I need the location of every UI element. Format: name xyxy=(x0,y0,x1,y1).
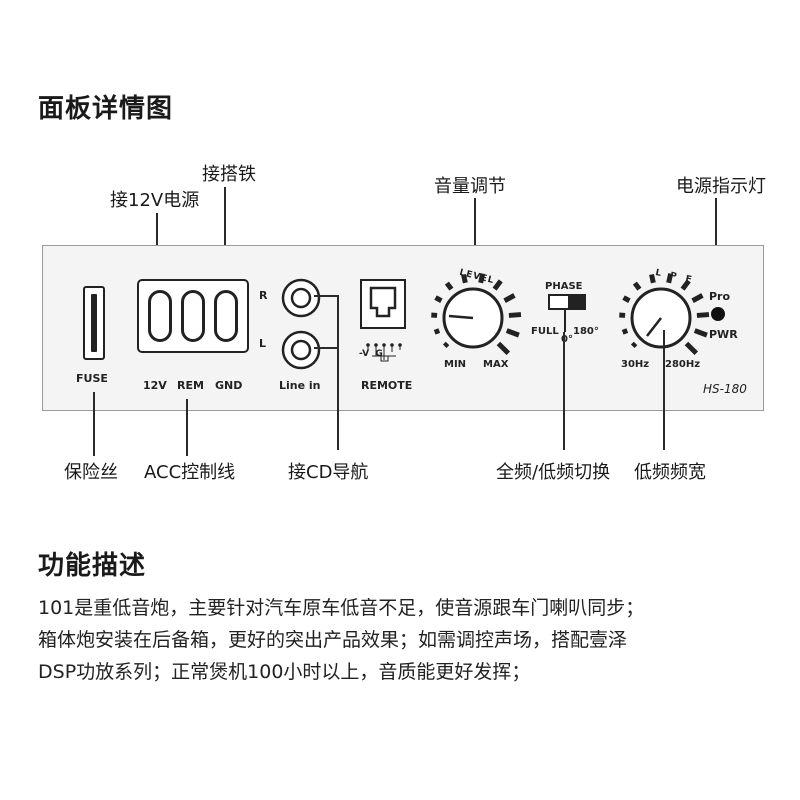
pro-label: Pro xyxy=(709,290,731,303)
dial-tick xyxy=(505,328,520,338)
fuse-label: FUSE xyxy=(76,372,108,385)
leader-line-cd-l xyxy=(314,347,338,349)
callout-acc: ACC控制线 xyxy=(144,462,236,483)
level-min-label: MIN xyxy=(444,359,467,370)
channel-l-label: L xyxy=(259,337,267,350)
leader-line-cd-vertical xyxy=(337,295,339,450)
callout-full-low-switch: 全频/低频切换 xyxy=(496,462,611,483)
lpf-min-label: 30Hz xyxy=(621,359,650,370)
dial-tick xyxy=(621,328,629,335)
dial-tick xyxy=(696,312,710,318)
leader-line-power-indicator xyxy=(715,198,717,286)
description-block: 101是重低音炮，主要针对汽车原车低音不足，使音源跟车门喇叭同步； 箱体炮安装在… xyxy=(38,592,644,688)
leader-line-phase xyxy=(563,332,565,450)
terminal-label-12v: 12V xyxy=(143,379,167,392)
remote-port-icon[interactable] xyxy=(359,278,409,340)
dial-tick xyxy=(693,328,708,338)
terminal-gnd[interactable] xyxy=(214,290,238,342)
description-line: DSP功放系列；正常煲机100小时以上，音质能更好发挥； xyxy=(38,661,531,683)
remote-label: REMOTE xyxy=(361,379,413,392)
leader-line-12v xyxy=(156,213,158,269)
dial-tick xyxy=(630,341,638,349)
lpf-scale-ticks xyxy=(619,273,710,356)
phase-divider xyxy=(564,310,566,332)
dial-tick xyxy=(433,328,441,335)
rca-jack-left xyxy=(281,330,321,370)
level-max-label: MAX xyxy=(483,359,509,370)
panel-detail-title: 面板详情图 xyxy=(38,94,174,124)
remote-pinout-icon xyxy=(366,343,402,362)
dial-tick xyxy=(649,273,656,284)
pwr-label: PWR xyxy=(709,328,738,341)
fuse-holder xyxy=(83,286,105,360)
dial-tick xyxy=(442,341,450,349)
callout-volume: 音量调节 xyxy=(434,176,506,197)
remote-pin-labels: -V G xyxy=(359,349,383,359)
terminal-12v[interactable] xyxy=(148,290,172,342)
terminal-label-rem: REM xyxy=(177,379,204,392)
phase-title: PHASE xyxy=(545,281,583,292)
dial-tick xyxy=(691,293,704,303)
model-label: HS-180 xyxy=(703,382,747,396)
leader-line-acc xyxy=(186,399,188,456)
rca-jacks[interactable] xyxy=(279,276,325,372)
phase-switch[interactable] xyxy=(548,294,586,310)
callout-fuse: 保险丝 xyxy=(64,462,118,483)
lpf-knob-pointer xyxy=(646,317,662,337)
leader-line-volume xyxy=(474,198,476,278)
callout-power-indicator: 电源指示灯 xyxy=(676,176,766,197)
dial-tick xyxy=(478,273,486,284)
callout-ground: 接搭铁 xyxy=(202,164,256,185)
channel-r-label: R xyxy=(259,289,268,302)
callout-cd-nav: 接CD导航 xyxy=(288,462,369,483)
rca-jack-right xyxy=(281,278,321,318)
callout-low-bandwidth: 低频频宽 xyxy=(634,462,706,483)
level-knob-dial[interactable] xyxy=(423,266,523,366)
terminal-label-gnd: GND xyxy=(215,379,243,392)
dial-tick xyxy=(622,295,631,303)
dial-tick xyxy=(508,312,522,318)
dial-tick xyxy=(496,341,511,356)
dial-tick xyxy=(434,295,443,303)
lpf-knob-dial[interactable] xyxy=(611,266,711,366)
level-knob-pointer xyxy=(448,314,474,320)
leader-line-lpf xyxy=(663,330,665,450)
fuse-element xyxy=(91,294,97,352)
callout-12v-power: 接12V电源 xyxy=(110,190,200,211)
level-scale-ticks xyxy=(431,273,522,356)
dial-tick xyxy=(666,273,674,284)
dial-tick xyxy=(503,293,516,303)
leader-line-ground xyxy=(224,187,226,269)
leader-line-fuse xyxy=(93,392,95,456)
function-desc-title: 功能描述 xyxy=(38,551,147,581)
dial-tick xyxy=(684,341,699,356)
dial-tick xyxy=(680,279,691,291)
dial-tick xyxy=(444,281,454,291)
leader-line-cd-r xyxy=(314,295,338,297)
power-terminal-block xyxy=(137,279,249,353)
phase-180-label: 180° xyxy=(573,326,599,337)
terminal-rem[interactable] xyxy=(181,290,205,342)
dial-tick xyxy=(461,273,468,284)
power-led-icon xyxy=(711,307,725,321)
line-in-label: Line in xyxy=(279,379,321,392)
dial-tick xyxy=(492,279,503,291)
description-line: 箱体炮安装在后备箱，更好的突出产品效果；如需调控声场，搭配壹泽 xyxy=(38,629,628,651)
amplifier-panel: FUSE 12V REM GND R L Line in -V G REMOTE xyxy=(42,245,764,411)
description-line: 101是重低音炮，主要针对汽车原车低音不足，使音源跟车门喇叭同步； xyxy=(38,597,645,619)
phase-full-label: FULL xyxy=(531,326,559,337)
phase-switch-knob[interactable] xyxy=(568,296,584,308)
lpf-max-label: 280Hz xyxy=(665,359,701,370)
phase-0-label: 0° xyxy=(561,334,573,345)
dial-tick xyxy=(632,281,642,291)
